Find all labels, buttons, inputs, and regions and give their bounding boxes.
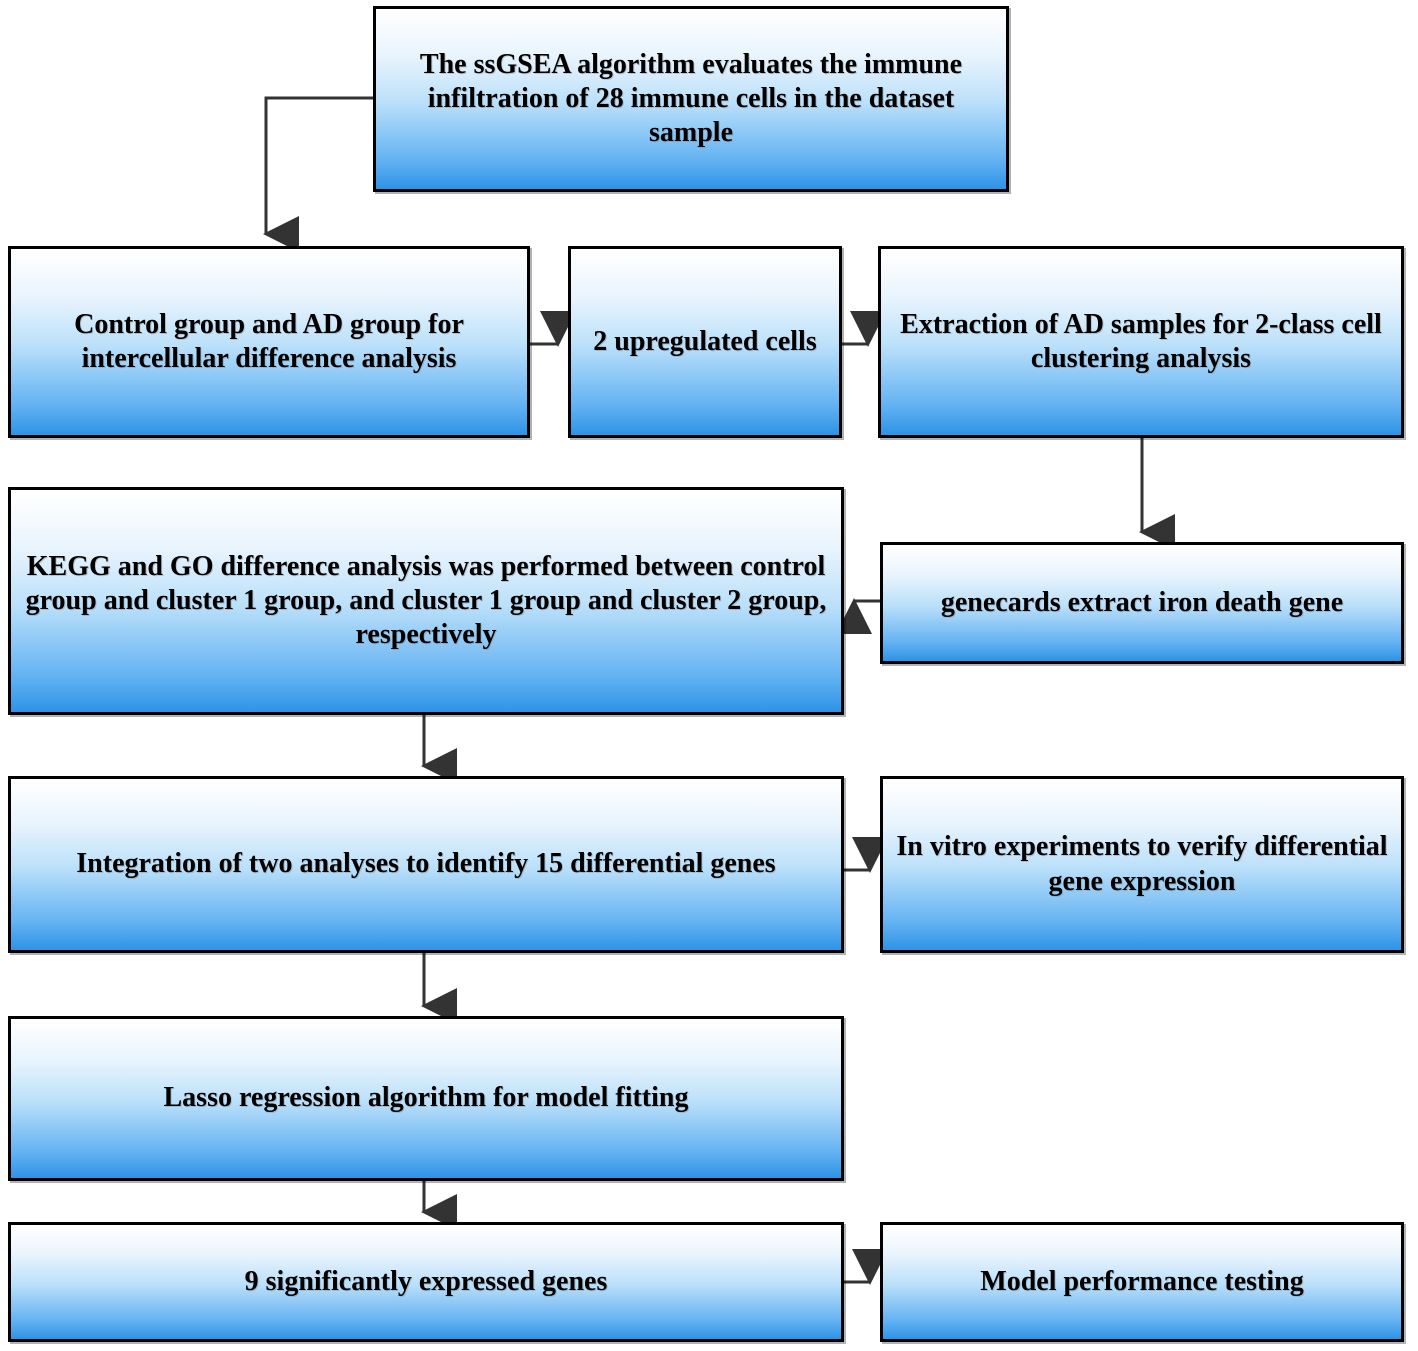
flow-node-label-ad-clustering: Extraction of AD samples for 2-class cel…: [900, 308, 1382, 374]
flow-node-in-vitro: In vitro experiments to verify different…: [880, 776, 1404, 953]
flow-node-ssgsea: The ssGSEA algorithm evaluates the immun…: [373, 6, 1009, 192]
flow-node-control-ad: Control group and AD group for intercell…: [8, 246, 530, 438]
flow-node-integration: Integration of two analyses to identify …: [8, 776, 844, 953]
flow-node-label-model-testing: Model performance testing: [980, 1265, 1304, 1297]
flow-node-lasso: Lasso regression algorithm for model fit…: [8, 1016, 844, 1181]
flow-node-label-lasso: Lasso regression algorithm for model fit…: [163, 1082, 689, 1114]
flow-node-label-nine-genes: 9 significantly expressed genes: [244, 1265, 608, 1297]
flow-node-label-control-ad: Control group and AD group for intercell…: [74, 308, 464, 374]
flow-node-label-integration: Integration of two analyses to identify …: [76, 848, 776, 880]
flow-node-label-kegg-go: KEGG and GO difference analysis was perf…: [25, 550, 827, 651]
flow-node-genecards: genecards extract iron death gene: [880, 542, 1404, 664]
flow-node-nine-genes: 9 significantly expressed genes: [8, 1222, 844, 1342]
connector-ssgsea-to-control: [263, 96, 373, 252]
flow-node-kegg-go: KEGG and GO difference analysis was perf…: [8, 487, 844, 715]
flow-node-ad-clustering: Extraction of AD samples for 2-class cel…: [878, 246, 1404, 438]
flow-node-upregulated-cells: 2 upregulated cells: [568, 246, 842, 438]
flow-node-label-in-vitro: In vitro experiments to verify different…: [896, 831, 1388, 897]
flow-node-model-testing: Model performance testing: [880, 1222, 1404, 1342]
flow-node-label-genecards: genecards extract iron death gene: [940, 586, 1344, 618]
flow-node-label-upregulated-cells: 2 upregulated cells: [593, 325, 817, 357]
flow-node-label-ssgsea: The ssGSEA algorithm evaluates the immun…: [419, 48, 963, 149]
